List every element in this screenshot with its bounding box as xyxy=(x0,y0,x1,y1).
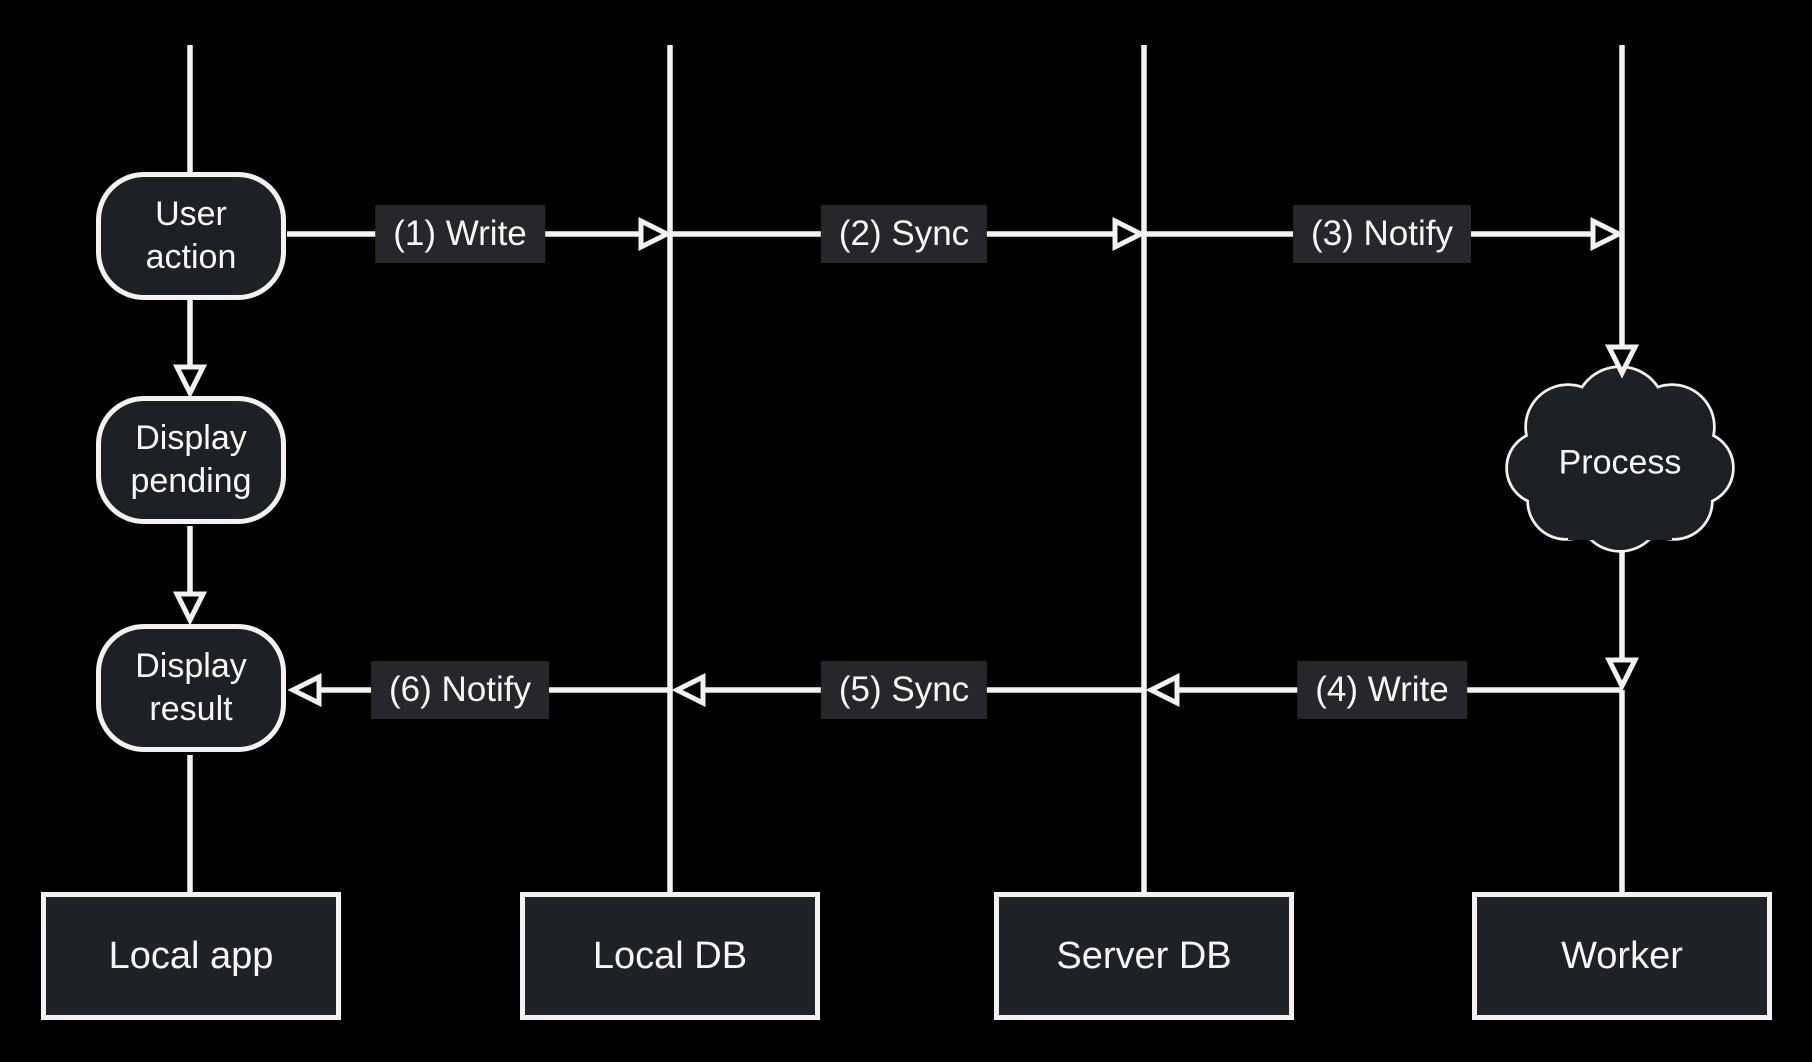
message-label-4: (4) Write xyxy=(1297,661,1467,719)
lane-label-local-db: Local DB xyxy=(592,934,748,977)
node-user-action-label: User action xyxy=(145,195,237,276)
flow-arrow-worker-to-process xyxy=(1604,344,1640,379)
lane-label-server-db: Server DB xyxy=(1056,934,1232,977)
node-user-action: User action xyxy=(96,172,286,300)
flow-arrow-process-to-write xyxy=(1604,657,1640,692)
lane-label-local-app: Local app xyxy=(108,934,274,977)
cloud-shape xyxy=(1505,365,1735,553)
lane-box-worker: Worker xyxy=(1472,892,1772,1020)
flow-arrow-user-to-pending xyxy=(172,298,208,399)
lane-box-local-app: Local app xyxy=(41,892,341,1020)
message-label-1: (1) Write xyxy=(375,205,545,263)
node-display-pending-label: Display pending xyxy=(130,419,252,500)
message-label-2: (2) Sync xyxy=(820,205,988,263)
lane-box-local-db: Local DB xyxy=(520,892,820,1020)
lane-box-server-db: Server DB xyxy=(994,892,1294,1020)
node-display-result: Display result xyxy=(96,624,286,752)
node-display-pending: Display pending xyxy=(96,396,286,524)
node-display-result-label: Display result xyxy=(135,647,247,728)
message-label-3: (3) Notify xyxy=(1293,205,1471,263)
flow-arrow-pending-to-result xyxy=(172,526,208,626)
message-label-6: (6) Notify xyxy=(371,661,549,719)
lane-label-worker: Worker xyxy=(1561,934,1683,977)
message-label-5: (5) Sync xyxy=(820,661,988,719)
cloud-process-label: Process xyxy=(1558,443,1682,482)
